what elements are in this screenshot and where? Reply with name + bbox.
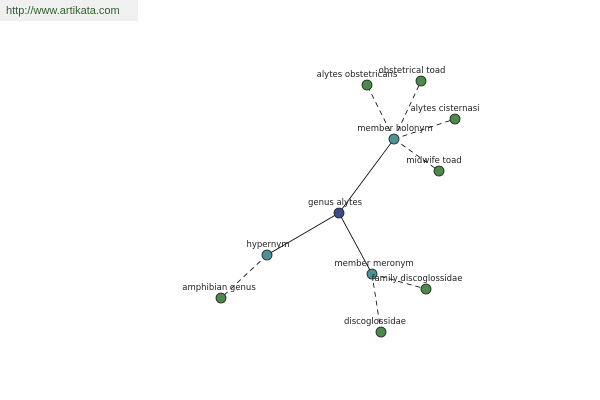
- edge-genus-alytes-to-member-holonym: [338, 138, 395, 214]
- edge-member-holonym-to-alytes-obstetricans: [366, 84, 395, 140]
- node-label-genus-alytes[interactable]: genus alytes: [308, 198, 363, 208]
- edge-hypernym-to-amphibian-genus: [220, 254, 268, 299]
- node-hypernym[interactable]: [261, 249, 273, 261]
- node-family-discoglossidae[interactable]: [420, 283, 432, 295]
- node-label-family-discoglossidae[interactable]: family discoglossidae: [371, 274, 462, 284]
- source-url[interactable]: http://www.artikata.com: [0, 0, 138, 21]
- edge-member-meronym-to-family-discoglossidae: [371, 273, 427, 290]
- node-label-discoglossidae[interactable]: discoglossidae: [344, 317, 406, 327]
- node-obstetrical-toad[interactable]: [415, 75, 427, 87]
- node-midwife-toad[interactable]: [433, 165, 445, 177]
- node-label-midwife-toad[interactable]: midwife toad: [406, 156, 461, 166]
- edge-member-holonym-to-alytes-cisternasi: [393, 118, 456, 140]
- edge-member-holonym-to-midwife-toad: [393, 138, 440, 172]
- node-discoglossidae[interactable]: [375, 326, 387, 338]
- node-label-alytes-cisternasi[interactable]: alytes cisternasi: [410, 104, 479, 114]
- node-label-amphibian-genus[interactable]: amphibian genus: [182, 283, 256, 293]
- nodes-layer: [215, 75, 461, 338]
- edges-layer: [220, 80, 456, 333]
- node-alytes-obstetricans[interactable]: [361, 79, 373, 91]
- edge-member-meronym-to-discoglossidae: [371, 273, 382, 333]
- node-member-meronym[interactable]: [366, 268, 378, 280]
- labels-layer: genus alytes hypernym member holonym member…: [182, 66, 479, 327]
- edge-genus-alytes-to-member-meronym: [338, 212, 373, 275]
- node-label-member-meronym[interactable]: member meronym: [334, 259, 413, 269]
- node-label-alytes-obstetricans[interactable]: alytes obstetricans: [317, 70, 398, 80]
- node-label-member-holonym[interactable]: member holonym: [357, 124, 432, 134]
- edge-genus-alytes-to-hypernym: [266, 212, 340, 256]
- edge-member-holonym-to-obstetrical-toad: [393, 80, 422, 140]
- node-alytes-cisternasi[interactable]: [449, 113, 461, 125]
- node-member-holonym[interactable]: [388, 133, 400, 145]
- node-genus-alytes[interactable]: [333, 207, 345, 219]
- node-label-hypernym[interactable]: hypernym: [246, 240, 289, 250]
- node-label-obstetrical-toad[interactable]: obstetrical toad: [379, 66, 446, 76]
- node-amphibian-genus[interactable]: [215, 292, 227, 304]
